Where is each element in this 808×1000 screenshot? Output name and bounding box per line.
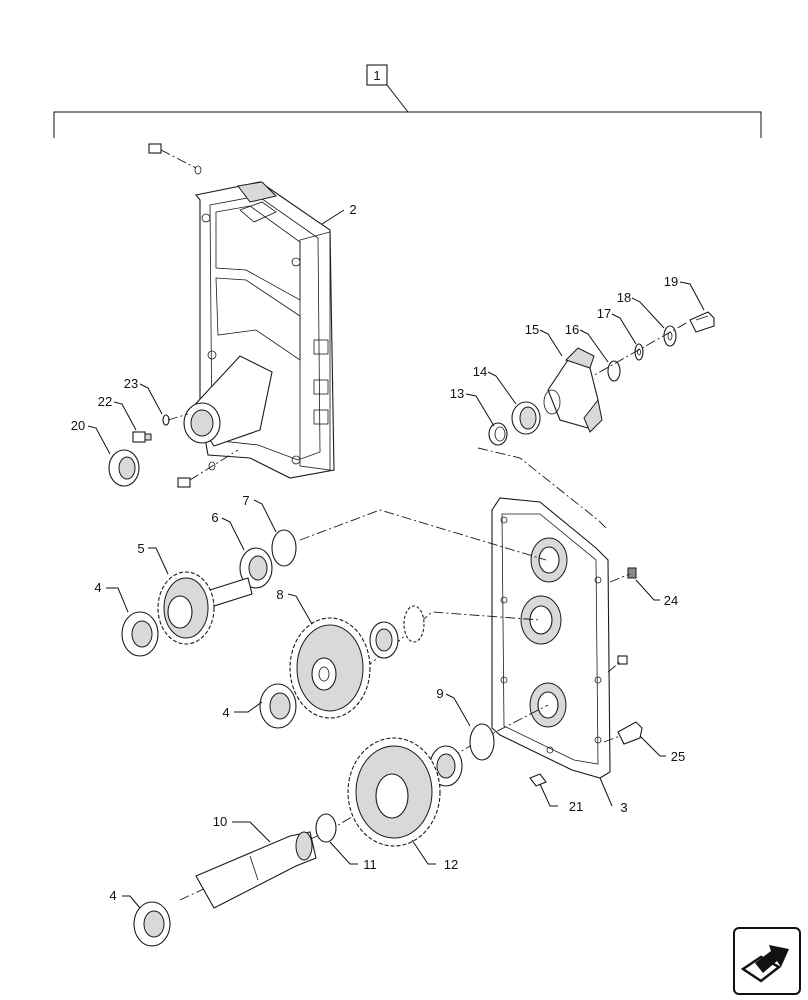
washer-18 (663, 325, 677, 347)
bearing-4-mid (259, 683, 297, 729)
callout-21: 21 (569, 799, 583, 814)
axis-stud (607, 661, 621, 673)
axis-upper-shaft (299, 509, 547, 561)
callout-18: 18 (617, 290, 631, 305)
washer-17 (634, 343, 644, 361)
seal-20 (108, 449, 140, 487)
callout-11: 11 (363, 857, 377, 872)
washer-23 (162, 413, 189, 426)
snap-ring-9 (469, 723, 495, 761)
callout-20: 20 (71, 418, 85, 433)
housing-screw-bottom (177, 449, 239, 488)
gear-8 (289, 617, 371, 719)
callout-1: 1 (373, 68, 380, 83)
callout-7: 7 (242, 493, 249, 508)
callout-10: 10 (213, 814, 227, 829)
callout-19: 19 (664, 274, 678, 289)
callout-13: 13 (450, 386, 464, 401)
callout-4-mid: 4 (222, 705, 229, 720)
dowel-21 (529, 773, 547, 787)
callout-5: 5 (137, 541, 144, 556)
snap-ring-7 (271, 529, 297, 567)
pin-24 (627, 567, 637, 579)
callout-14: 14 (473, 364, 487, 379)
shaft-10 (195, 831, 317, 909)
bolt-19 (689, 311, 715, 333)
callout-22: 22 (98, 394, 112, 409)
callout-25: 25 (671, 749, 685, 764)
callout-9: 9 (436, 686, 443, 701)
callout-12: 12 (444, 857, 458, 872)
cover-plate (491, 497, 611, 779)
arrow-glyph-icon (740, 945, 789, 983)
yoke-15 (543, 347, 603, 433)
next-page-arrow-icon[interactable] (733, 927, 801, 995)
bearing-right-mid (369, 621, 399, 659)
stud-upper (617, 655, 628, 665)
ring-mid (403, 605, 425, 643)
bolt-25 (617, 721, 643, 745)
callout-23: 23 (124, 376, 138, 391)
axis-yoke-to-cover (477, 447, 607, 529)
bearing-4-lower (133, 901, 171, 947)
snap-ring-16 (607, 360, 621, 382)
axis-bolt-25 (603, 735, 621, 743)
housing-screw-top (148, 143, 202, 175)
gear-shaft-5 (157, 571, 253, 645)
axis-pin-24 (609, 573, 631, 583)
gearbox-housing (183, 181, 335, 479)
ring-13 (488, 422, 508, 446)
callout-3: 3 (620, 800, 627, 815)
assembly-bracket: 1 (53, 64, 762, 138)
callout-6: 6 (211, 510, 218, 525)
plug-22 (132, 431, 152, 443)
callout-16: 16 (565, 322, 579, 337)
callout-8: 8 (276, 587, 283, 602)
callouts: 2 3 4 4 4 5 6 7 8 9 10 11 12 13 14 15 16 (71, 202, 705, 909)
seal-14 (511, 401, 541, 435)
callout-24: 24 (664, 593, 678, 608)
gear-12 (347, 737, 441, 847)
callout-15: 15 (525, 322, 539, 337)
callout-17: 17 (597, 306, 611, 321)
snap-ring-11 (315, 813, 337, 843)
bearing-4-upper (121, 611, 159, 657)
callout-2: 2 (349, 202, 356, 217)
callout-4-upper: 4 (94, 580, 101, 595)
callout-4-lower: 4 (109, 888, 116, 903)
